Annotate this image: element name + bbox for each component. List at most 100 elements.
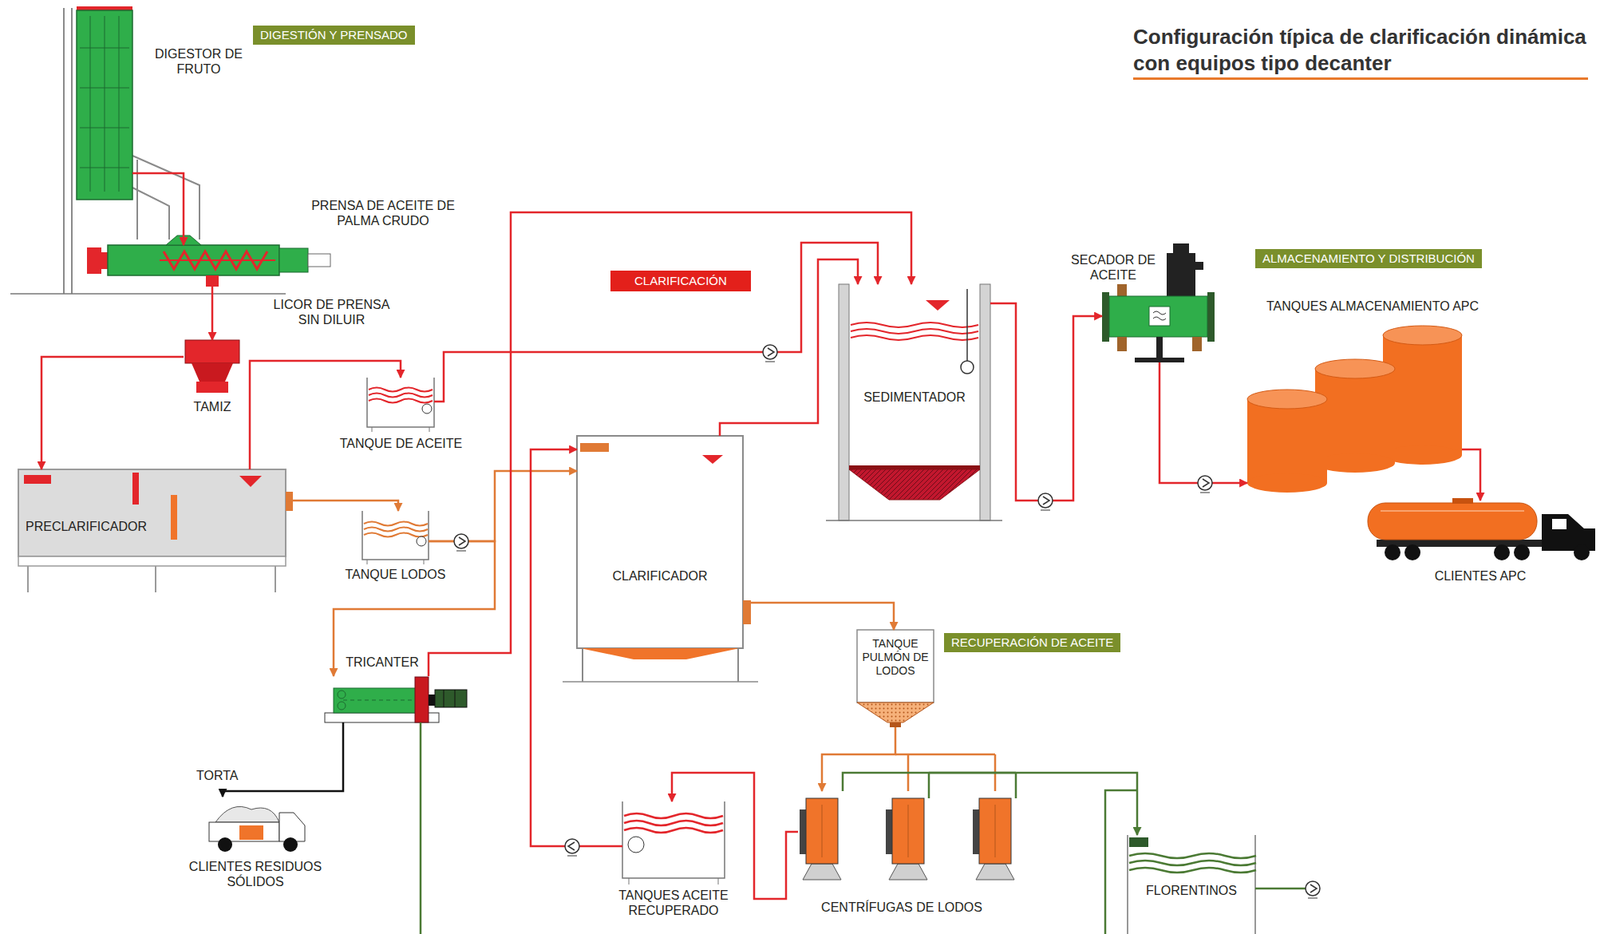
pump-symbol bbox=[1040, 509, 1051, 511]
tricanter-drawing bbox=[333, 687, 420, 713]
oil-tank-drawing bbox=[368, 387, 433, 392]
digester-drawing bbox=[104, 15, 106, 192]
section-label: CLARIFICACIÓN bbox=[634, 273, 727, 289]
dryer-drawing bbox=[1195, 261, 1204, 270]
pre-clarifier-drawing bbox=[18, 469, 293, 593]
equipment-label: CLIENTES RESIDUOS SÓLIDOS bbox=[179, 858, 332, 889]
equipment-label: DIGESTOR DE FRUTO bbox=[146, 46, 251, 77]
oil-tank-drawing bbox=[367, 377, 435, 432]
recovered-oil-tank-drawing bbox=[628, 836, 644, 853]
pipe-connector bbox=[434, 242, 878, 402]
tanker-truck-drawing bbox=[1367, 497, 1596, 561]
equipment-label: TANQUES ALMACENAMIENTO APC bbox=[1244, 298, 1501, 314]
tanker-truck-drawing bbox=[1513, 544, 1530, 561]
pre-clarifier-drawing bbox=[154, 565, 157, 593]
screen: TAMIZ bbox=[183, 339, 241, 393]
centrifuge-drawing bbox=[799, 798, 842, 880]
centrifuge-drawing bbox=[805, 798, 838, 864]
pipe-connector bbox=[211, 275, 214, 340]
pump-symbol bbox=[564, 838, 580, 854]
pump-symbol bbox=[1038, 493, 1053, 508]
dump-truck-drawing bbox=[283, 837, 298, 852]
buffer-tank-drawing bbox=[889, 722, 901, 727]
digester-drawing bbox=[136, 159, 139, 240]
pipe-connector bbox=[132, 173, 184, 245]
pre-clarifier-drawing bbox=[27, 565, 29, 593]
florentine-tank-drawing bbox=[1129, 860, 1257, 866]
equipment-label: TANQUE LODOS bbox=[333, 566, 458, 582]
centrifuge-drawing bbox=[892, 798, 925, 864]
dryer-drawing bbox=[1117, 284, 1127, 297]
tricanter-drawing bbox=[337, 701, 346, 710]
digester-drawing bbox=[63, 7, 65, 294]
tanker-truck-drawing bbox=[1384, 544, 1401, 561]
dump-truck-drawing bbox=[215, 805, 280, 822]
digester-drawing bbox=[79, 47, 130, 49]
digester-drawing bbox=[132, 155, 200, 240]
equipment-label: CLARIFICADOR bbox=[584, 568, 735, 584]
pre-clarifier-drawing bbox=[274, 565, 277, 593]
centrifuge-drawing bbox=[908, 804, 909, 858]
sludge-tank-drawing bbox=[416, 536, 427, 546]
pre-clarifier-drawing bbox=[239, 475, 262, 487]
tanker-truck: CLIENTES APC bbox=[1367, 500, 1597, 562]
screw-press-drawing bbox=[86, 247, 102, 274]
fruit-digester: DIGESTOR DE FRUTO bbox=[76, 7, 133, 200]
pump-symbol bbox=[458, 537, 466, 546]
settler-drawing bbox=[966, 288, 968, 361]
digester-drawing bbox=[132, 187, 170, 240]
pump-symbol bbox=[1305, 880, 1320, 896]
solid-waste-truck: CLIENTES RESIDUOS SÓLIDOS bbox=[204, 796, 307, 853]
buffer-tank-drawing bbox=[857, 629, 934, 703]
pump-symbol bbox=[1042, 496, 1050, 505]
screw-press-drawing bbox=[101, 252, 108, 269]
oil-tank-drawing bbox=[368, 399, 433, 403]
settler-drawing bbox=[925, 300, 950, 311]
sludge-tank-drawing bbox=[363, 527, 428, 532]
recovered-oil-tank-drawing bbox=[624, 813, 723, 818]
centrifuge-drawing bbox=[972, 809, 980, 854]
pump-symbol bbox=[1305, 880, 1320, 898]
centrifuge-drawing bbox=[885, 798, 928, 880]
screen-drawing bbox=[185, 339, 240, 393]
settler-drawing bbox=[849, 469, 980, 500]
tanker-truck-drawing bbox=[1452, 497, 1474, 504]
storage-tanks-drawing bbox=[1315, 359, 1395, 379]
oil-tank-drawing bbox=[367, 377, 435, 427]
pipe-line bbox=[1255, 887, 1306, 890]
pump-symbol bbox=[568, 841, 575, 850]
pipe-line bbox=[420, 722, 1306, 934]
recovered-oil-tank-drawing bbox=[718, 877, 720, 885]
clarifier-drawing bbox=[742, 600, 751, 625]
pump-symbol bbox=[564, 838, 580, 856]
centrifuge-drawing bbox=[885, 809, 893, 854]
pump-symbol bbox=[567, 855, 577, 857]
settler-drawing bbox=[850, 322, 979, 328]
section-label: RECUPERACIÓN DE ACEITE bbox=[951, 635, 1114, 650]
equipment-label: FLORENTINOS bbox=[1133, 882, 1250, 898]
storage-tanks-drawing bbox=[1247, 399, 1328, 483]
section-label: DIGESTIÓN Y PRENSADO bbox=[260, 27, 408, 43]
section-band: RECUPERACIÓN DE ACEITE bbox=[944, 632, 1121, 652]
clarifier-drawing bbox=[576, 435, 743, 648]
dryer-drawing bbox=[1173, 243, 1190, 253]
settler-drawing bbox=[960, 360, 974, 374]
screen-drawing bbox=[191, 363, 234, 382]
pump-symbol bbox=[1197, 475, 1213, 493]
digester-drawing bbox=[90, 15, 91, 192]
tanker-truck-drawing bbox=[1380, 509, 1525, 512]
dump-truck-drawing bbox=[217, 837, 233, 852]
storage-tanks-drawing bbox=[1247, 389, 1328, 409]
section-label: ALMACENAMIENTO Y DISTRIBUCIÓN bbox=[1262, 251, 1475, 266]
settler: SEDIMENTADOR bbox=[838, 284, 991, 521]
section-band: DIGESTIÓN Y PRENSADO bbox=[252, 25, 415, 45]
settler-drawing bbox=[825, 284, 1003, 521]
screen-drawing bbox=[196, 381, 229, 393]
clarifier-drawing bbox=[702, 454, 723, 464]
screw-press-drawing bbox=[279, 248, 309, 273]
buffer-tank: TANQUE PULMÓN DE LODOS bbox=[857, 629, 934, 727]
pipe-line bbox=[928, 772, 1016, 799]
clarifier-drawing bbox=[562, 435, 759, 682]
tanker-truck-drawing bbox=[1493, 544, 1510, 561]
